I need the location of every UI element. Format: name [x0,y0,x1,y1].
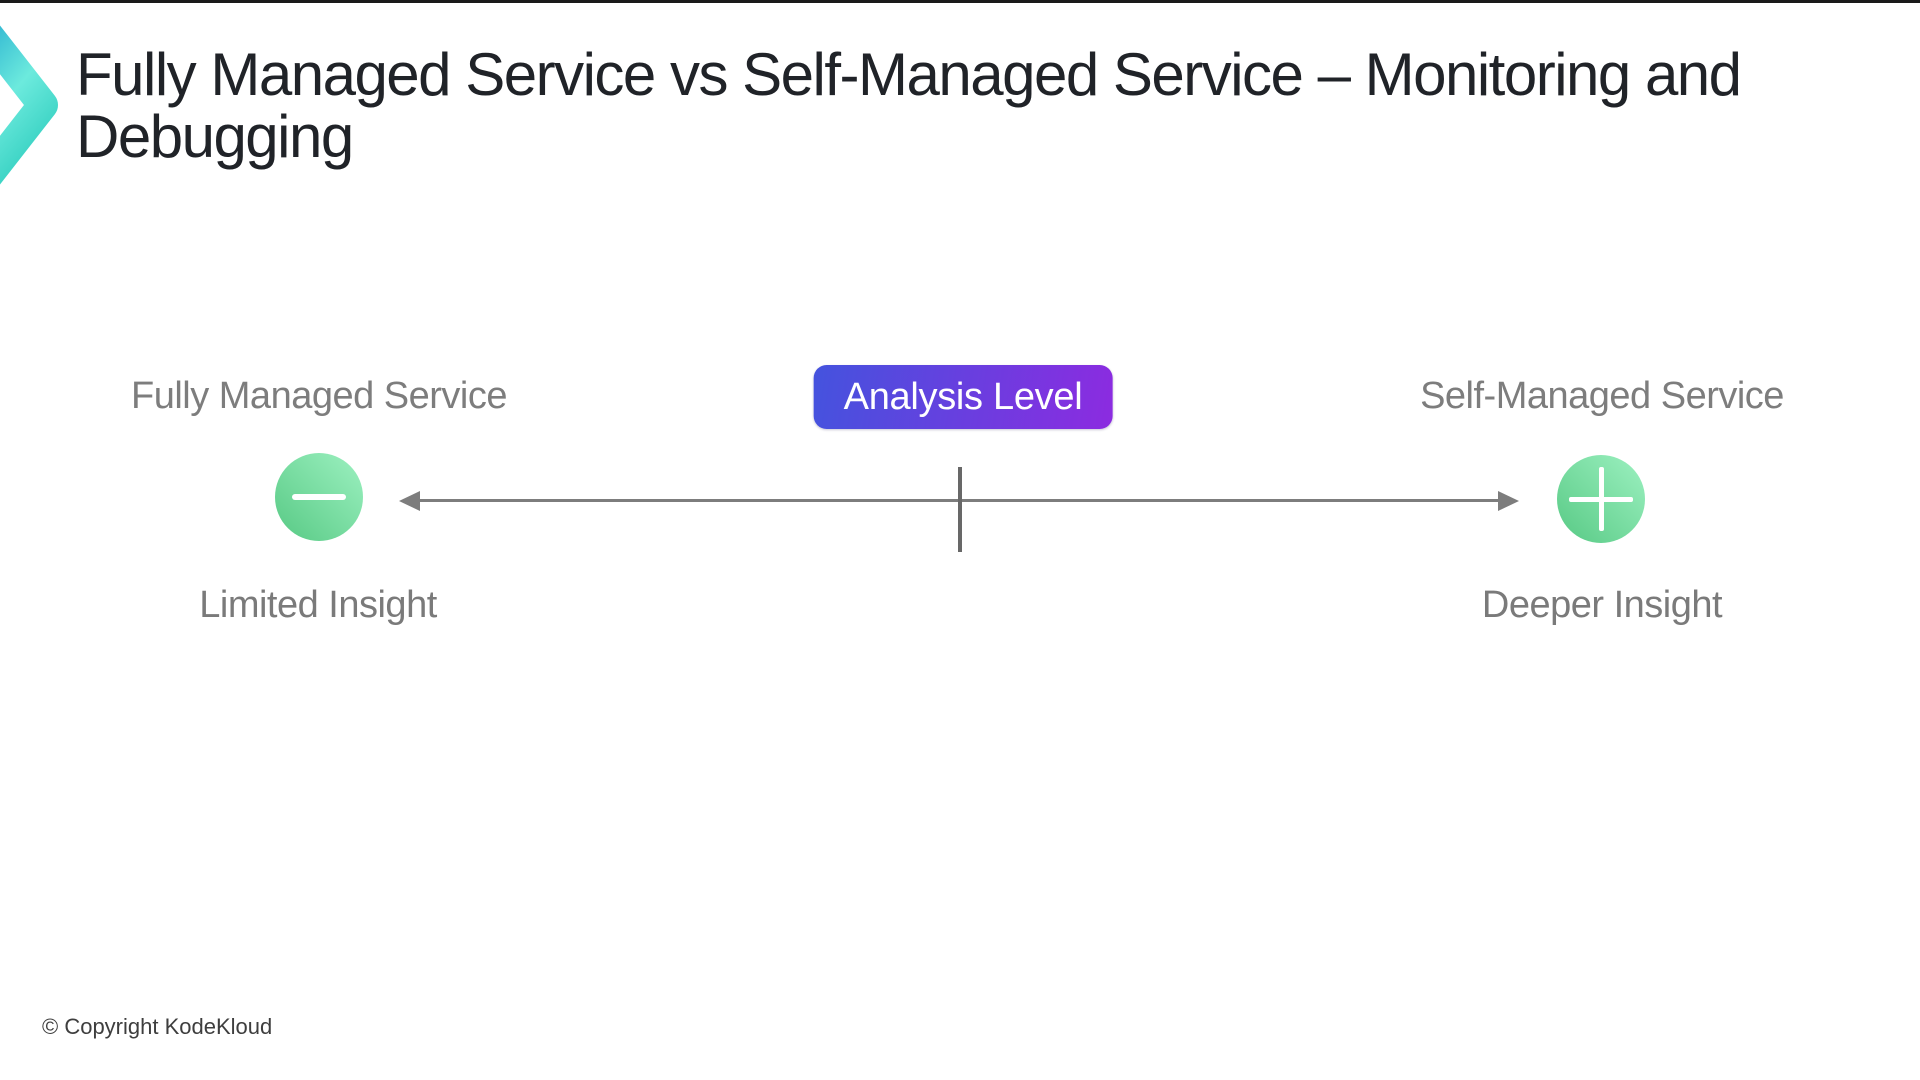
plus-icon [1569,467,1633,531]
arrowhead-right-icon [1498,491,1519,511]
minus-icon [292,494,346,500]
page-title-line-2: Debugging [76,103,354,170]
analysis-level-badge: Analysis Level [813,365,1113,429]
axis-center-tick [958,467,962,552]
chevron-right-icon [0,25,58,185]
page-title: Fully Managed Service vs Self-Managed Se… [76,41,1742,170]
limited-insight-circle [275,453,363,541]
self-managed-service-label: Self-Managed Service [1420,375,1784,417]
deeper-insight-caption: Deeper Insight [1481,584,1723,626]
top-border [0,0,1920,3]
kodekloud-chevron-logo [0,24,66,186]
fully-managed-service-label: Fully Managed Service [130,375,508,417]
copyright-notice: © Copyright KodeKloud [42,1014,273,1039]
limited-insight-caption: Limited Insight [199,584,437,626]
arrowhead-left-icon [399,491,420,511]
page-title-line-1: Fully Managed Service vs Self-Managed Se… [76,41,1742,108]
deeper-insight-circle [1557,455,1645,543]
